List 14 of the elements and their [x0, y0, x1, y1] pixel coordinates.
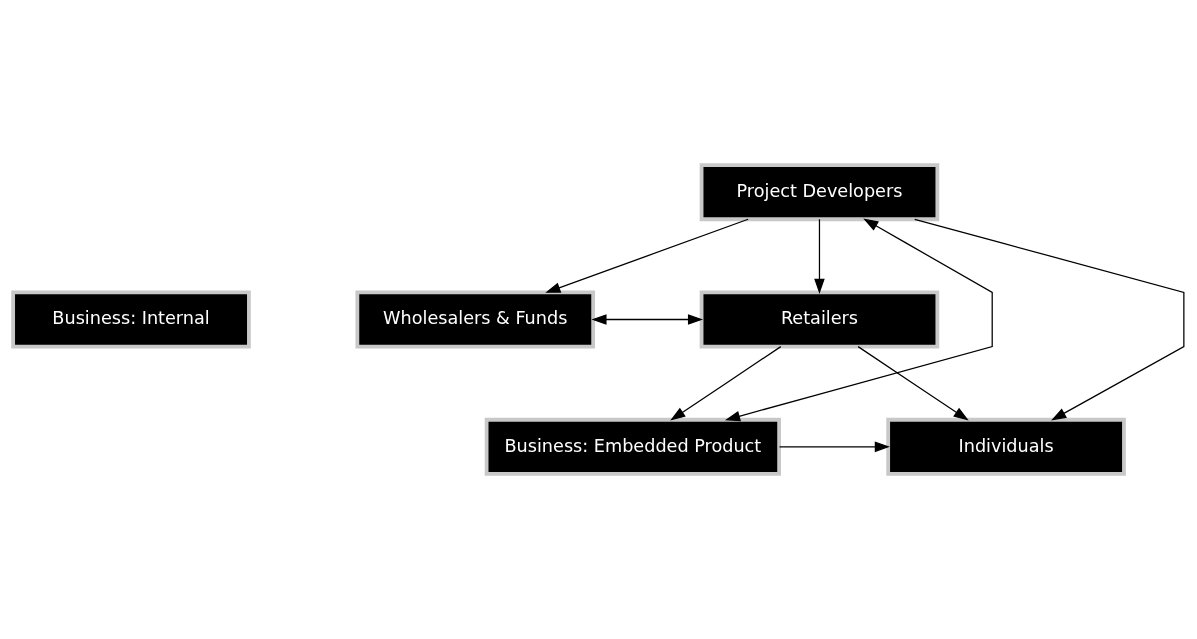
arrow — [857, 346, 969, 421]
arrow — [545, 218, 749, 293]
arrow — [670, 346, 782, 421]
node-box: Retailers — [699, 290, 940, 349]
node-box: Business: Internal — [11, 290, 251, 349]
arrow — [591, 314, 704, 325]
node-box: Individuals — [886, 417, 1126, 476]
arrow — [914, 218, 1185, 421]
node-box: Wholesalers & Funds — [355, 290, 596, 349]
node-box: Project Developers — [699, 163, 940, 222]
arrow — [814, 218, 825, 294]
arrow — [724, 218, 993, 422]
arrow — [778, 441, 890, 453]
node-box: Business: Embedded Product — [484, 417, 781, 476]
